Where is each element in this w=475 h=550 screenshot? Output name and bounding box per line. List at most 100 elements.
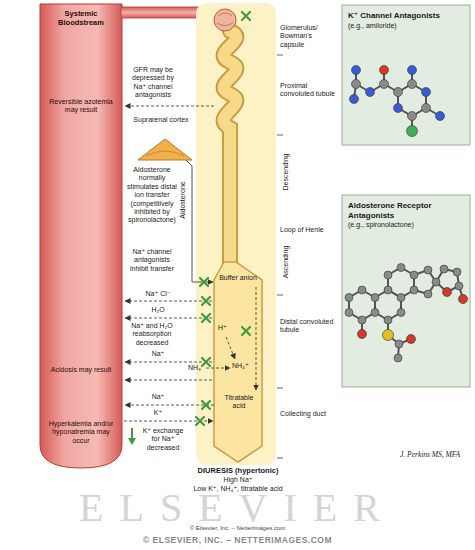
- ion-flow-arrows: [125, 405, 214, 406]
- spironolactone-molecule: [459, 295, 468, 304]
- ion-flow-arrows: [206, 368, 230, 369]
- ion-label: NH₄⁺: [232, 362, 258, 370]
- copyright-note: © Elsevier, Inc. – Netterimages.com: [0, 525, 475, 532]
- spironolactone-molecule: [432, 278, 440, 286]
- result-heading: DIURESIS (hypertonic): [178, 466, 298, 475]
- copyright-note: © ELSEVIER, INC. – NETTERIMAGES.COM: [0, 535, 475, 545]
- amiloride-molecule: [350, 66, 445, 137]
- nephron-tubule: [196, 3, 276, 465]
- node-heading: Systemic Bloodstream: [44, 9, 118, 27]
- spironolactone-molecule: [397, 309, 405, 317]
- ion-flow-arrows: [124, 106, 256, 421]
- node-subtext: (e.g., spironolactone): [348, 221, 464, 229]
- bloodstream-vessel: [40, 4, 217, 468]
- panel-backgrounds: [342, 5, 470, 145]
- node-heading: Aldosterone Receptor Antagonists: [348, 201, 464, 220]
- adrenal-gland-shape: [146, 151, 184, 156]
- decrease-arrow-icon: [128, 438, 136, 445]
- ion-label: H₂O: [138, 306, 178, 314]
- amiloride-molecule: [436, 112, 445, 121]
- bloodstream-vessel: [40, 4, 122, 468]
- section-ticks: [277, 55, 283, 56]
- amiloride-molecule: [422, 104, 431, 113]
- amiloride-molecule: [422, 88, 431, 97]
- nephron-tubule: [196, 3, 276, 465]
- block-marks: [196, 417, 204, 425]
- spironolactone-molecule: [349, 268, 463, 359]
- amiloride-molecule: [408, 66, 417, 75]
- spironolactone-molecule: [397, 294, 405, 302]
- ion-flow-arrows: [125, 318, 212, 319]
- spironolactone-molecule: [410, 271, 418, 279]
- amiloride-molecule: [352, 66, 361, 75]
- adrenal-gland-shape: [138, 139, 192, 160]
- nephron-tubule: [224, 31, 237, 264]
- spironolactone-molecule: [384, 316, 392, 324]
- block-marks: [202, 297, 210, 305]
- spironolactone-molecule: [345, 264, 468, 363]
- watermark: ELSEVIER: [0, 488, 475, 528]
- block-marks: [200, 278, 208, 286]
- spironolactone-molecule: [358, 330, 367, 339]
- section-label: Loop of Henle: [280, 226, 336, 234]
- section-label: Ascending: [282, 246, 290, 279]
- effect-note: K⁺ exchange for Na⁺ decreased: [140, 427, 186, 452]
- node-heading: K⁺ Channel Antagonists: [348, 11, 464, 21]
- section-ticks: [277, 295, 283, 296]
- ion-flow-arrows: [226, 337, 235, 359]
- spironolactone-molecule: [407, 335, 416, 344]
- spironolactone-molecule: [453, 268, 461, 276]
- section-ticks: [277, 388, 283, 389]
- node-subtext: (e.g., amiloride): [348, 22, 464, 30]
- nephron-tubule: [214, 9, 236, 31]
- bloodstream-label-box: Systemic Bloodstream: [44, 9, 118, 28]
- aldosterone-arrow: [186, 160, 213, 282]
- spironolactone-molecule: [383, 330, 394, 341]
- artist-signature: J. Perkins MS, MFA: [398, 450, 462, 459]
- adrenal-gland-label-box: Suprarenal cortex: [130, 116, 192, 126]
- block-marks: [242, 327, 250, 335]
- ion-label: Na⁺: [138, 393, 178, 401]
- ion-label: Na⁺ Cl⁻: [138, 290, 178, 298]
- ion-flow-arrows: [125, 106, 214, 107]
- spironolactone-molecule: [394, 354, 402, 362]
- spironolactone-molecule: [455, 282, 463, 290]
- hormone-label: Aldosterone: [179, 181, 187, 218]
- spironolactone-molecule: [345, 294, 353, 302]
- effect-note: Reversible azotemia may result: [46, 98, 116, 115]
- amiloride-molecule: [350, 66, 445, 137]
- effect-note: Hyperkalemia and/or hyponatremia may occ…: [46, 420, 116, 445]
- spironolactone-molecule: [358, 286, 366, 294]
- amiloride-molecule: [407, 126, 418, 137]
- spironolactone-molecule: [424, 290, 432, 298]
- spironolactone-molecule: [371, 294, 379, 302]
- panel-backgrounds: [342, 195, 470, 387]
- nephron-tubule: [224, 31, 237, 264]
- ion-flow-arrows: [125, 301, 212, 302]
- block-marks: [202, 401, 210, 409]
- spironolactone-molecule: [345, 264, 468, 363]
- ion-flow-arrows: [125, 380, 212, 381]
- amiloride-molecule: [408, 112, 417, 121]
- section-ticks: [277, 135, 283, 136]
- spironolactone-molecule: [345, 309, 353, 317]
- amiloride-molecule: [398, 84, 426, 116]
- nephron-tubule: [217, 13, 233, 26]
- effect-note: Na⁺ channel antagonists inhibit transfer: [127, 248, 177, 273]
- section-label: Descending: [282, 154, 290, 191]
- amiloride-molecule: [380, 66, 389, 75]
- spironolactone-molecule: [443, 288, 452, 297]
- effect-note: Aldosterone normally stimulates distal i…: [127, 166, 177, 225]
- section-label: Proximal convoluted tubule: [280, 82, 338, 99]
- section-ticks: [277, 458, 283, 459]
- spironolactone-molecule: [358, 316, 366, 324]
- spironolactone-molecule: [349, 290, 375, 320]
- block-marks: [242, 12, 250, 20]
- result-note: High Na⁺: [178, 476, 298, 484]
- block-marks: [202, 314, 210, 322]
- amiloride-molecule: [380, 80, 389, 89]
- ion-label: NH₃: [188, 364, 206, 372]
- effect-note: Na⁺ and H₂O reabsorption decreased: [127, 322, 177, 347]
- amiloride-molecule: [408, 80, 417, 89]
